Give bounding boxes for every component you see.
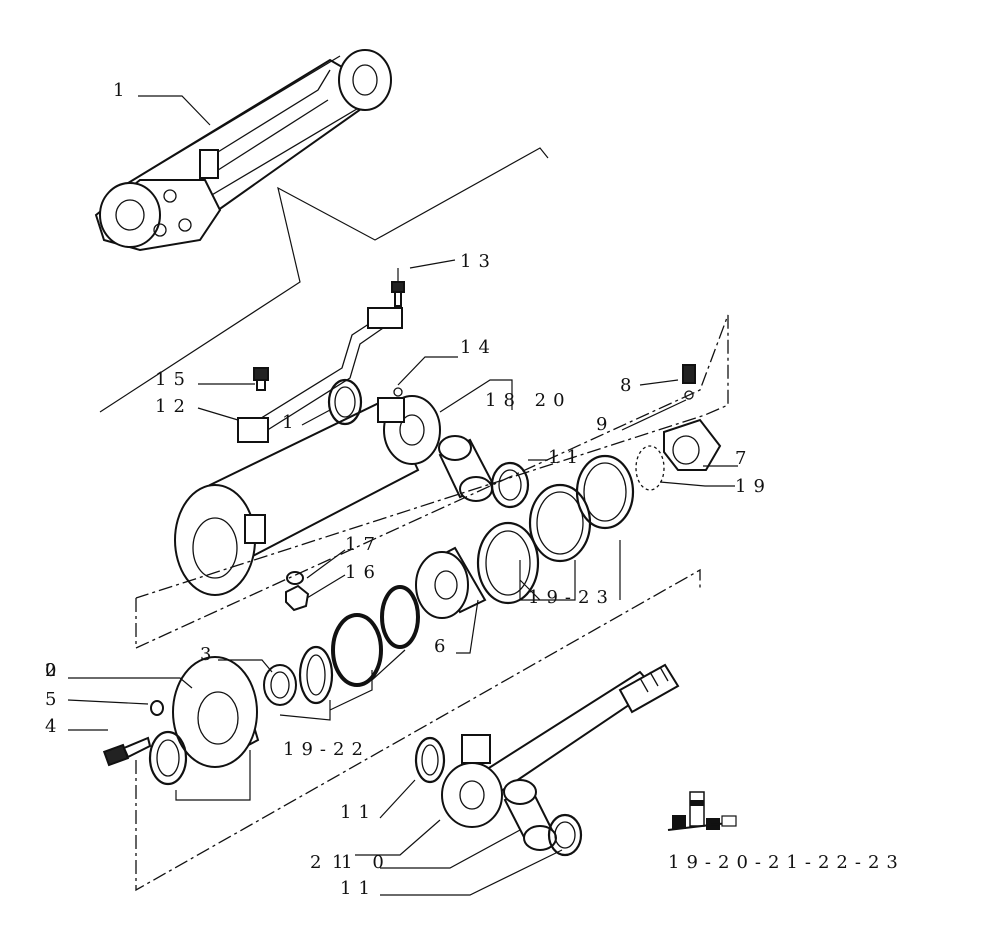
label-11-a: 11: [548, 447, 585, 468]
label-1-mid: 1: [282, 412, 300, 433]
grub-screw-8: [682, 364, 696, 384]
seal-ring-19-23-a: [575, 454, 635, 530]
label-7: 7: [735, 448, 753, 469]
label-1-top: 1: [113, 80, 131, 101]
washer-5: [150, 700, 164, 716]
label-12: 12: [155, 396, 192, 417]
label-13: 13: [460, 251, 497, 272]
ring-11-middle: [414, 736, 446, 784]
piston-rod: [441, 663, 680, 828]
ring-11-upper: [490, 461, 530, 509]
label-19-22: 19-22: [283, 739, 370, 760]
screw-15: [253, 367, 269, 391]
rod-bushing: [503, 779, 557, 851]
hydraulic-pipe: [249, 317, 387, 437]
label-17: 17: [345, 534, 382, 555]
seal-kit-icon: [667, 791, 737, 831]
screw-13: [391, 281, 405, 307]
pipe-clamp-lower: [237, 417, 269, 443]
seal-1: [327, 378, 363, 426]
wiper-seal: [148, 730, 188, 786]
cylinder-head: [172, 656, 260, 768]
ring-19-22-c: [298, 645, 334, 705]
label-18-20: 18 20: [485, 390, 572, 411]
seal-ring-19-23-c: [476, 521, 540, 605]
o-ring-19-22-a: [380, 585, 420, 649]
ball-9: [684, 390, 694, 400]
label-6: 6: [434, 636, 452, 657]
assembly-reference-line: [99, 147, 549, 413]
label-15: 15: [155, 369, 192, 390]
seal-ring-19-23-b: [528, 483, 592, 563]
label-19-23: 19-23: [528, 587, 615, 608]
label-2-1-0: 2 1 0: [310, 852, 391, 873]
label-2: 2: [45, 660, 63, 681]
bushing: [438, 435, 494, 502]
label-19: 19: [735, 476, 772, 497]
nut-7: [663, 418, 722, 471]
group-boundary-upper: [135, 314, 729, 650]
assembled-cylinder: [94, 49, 392, 252]
ring-11-lower: [547, 813, 583, 857]
group-boundary-lower: [135, 568, 701, 892]
washer-17: [286, 571, 304, 585]
label-1-small: 1: [332, 852, 350, 873]
circlip-19: [635, 445, 665, 491]
piston-6: [415, 546, 487, 619]
label-0: 0: [45, 660, 63, 681]
label-9: 9: [596, 414, 614, 435]
label-8: 8: [620, 375, 638, 396]
guide-3: [263, 664, 297, 706]
label-14: 14: [460, 337, 497, 358]
o-ring-14: [393, 387, 403, 397]
label-3: 3: [200, 644, 218, 665]
label-16: 16: [345, 562, 382, 583]
screw-4: [102, 736, 152, 767]
label-11-c: 11: [340, 878, 377, 899]
o-ring-19-22-b: [331, 613, 383, 687]
label-11-b: 11: [340, 802, 377, 823]
pipe-clamp-upper: [367, 307, 403, 329]
cylinder-barrel: [174, 395, 441, 596]
label-4: 4: [45, 716, 63, 737]
seal-kit-code: 19-20-21-22-23: [668, 852, 905, 873]
label-5: 5: [45, 689, 63, 710]
nut-16: [285, 584, 310, 612]
